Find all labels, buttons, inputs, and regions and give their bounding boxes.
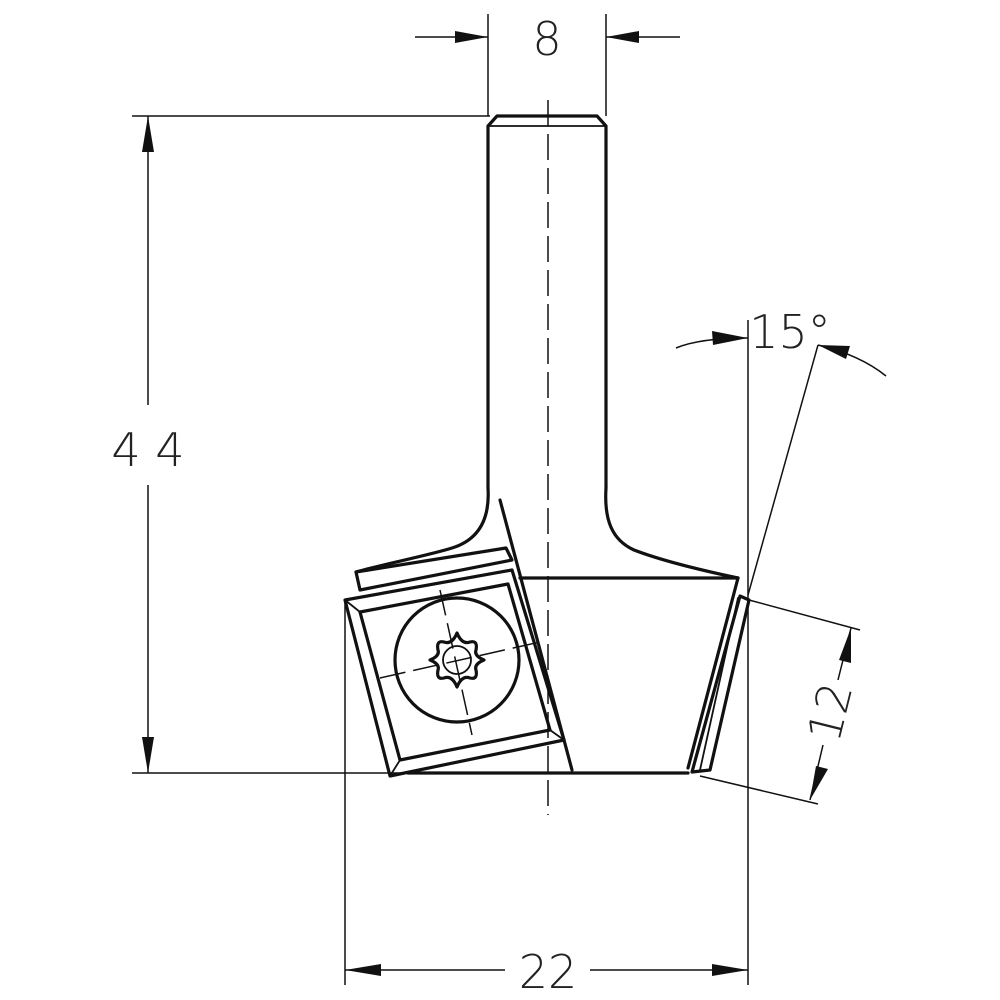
right-insert-edge: [699, 597, 739, 771]
arrowhead: [712, 964, 748, 976]
angle-reference-line: [747, 344, 819, 596]
insert-seat: [354, 546, 514, 592]
insert-edge-3: [549, 729, 565, 741]
shank-outline: [486, 114, 608, 490]
cutter-body: [354, 486, 740, 775]
dimension-total-length: 4 4: [111, 115, 490, 774]
arrowhead: [839, 628, 851, 663]
insert-edge-1: [344, 599, 361, 613]
extension-line: [748, 599, 861, 631]
screw-center-circle: [442, 645, 472, 675]
arrowhead: [142, 116, 154, 152]
shank-diameter-label: 8: [532, 12, 561, 66]
arrowhead: [455, 31, 488, 43]
insert-length-label: 12: [797, 677, 864, 747]
arrowhead: [712, 331, 748, 345]
total-length-label: 4 4: [111, 423, 184, 477]
screw-head: [393, 596, 521, 724]
torx-socket-icon: [428, 631, 486, 689]
angle-label: 15°: [749, 305, 831, 359]
shank: [486, 114, 608, 490]
body-right-flank: [686, 576, 740, 770]
right-insert-outline: [690, 594, 751, 774]
arrowhead: [818, 345, 850, 359]
body-right-neck: [604, 486, 740, 580]
torx-screw: [379, 589, 541, 736]
body-left-neck: [354, 486, 490, 574]
extension-line: [699, 775, 819, 805]
arrowhead: [606, 31, 639, 43]
dimension-shank-diameter: 8: [415, 12, 680, 116]
dimension-cut-diameter: 22: [344, 320, 749, 999]
arrowhead: [345, 964, 381, 976]
dimension-angle: 15°: [675, 305, 887, 596]
screw-centerline-h: [379, 641, 541, 679]
arrowhead: [810, 766, 828, 800]
cut-diameter-label: 22: [519, 945, 578, 999]
insert-plate-inner: [358, 582, 552, 762]
screw-centerline-v: [439, 589, 473, 736]
arrowhead: [142, 737, 154, 773]
right-insert: [690, 594, 751, 774]
